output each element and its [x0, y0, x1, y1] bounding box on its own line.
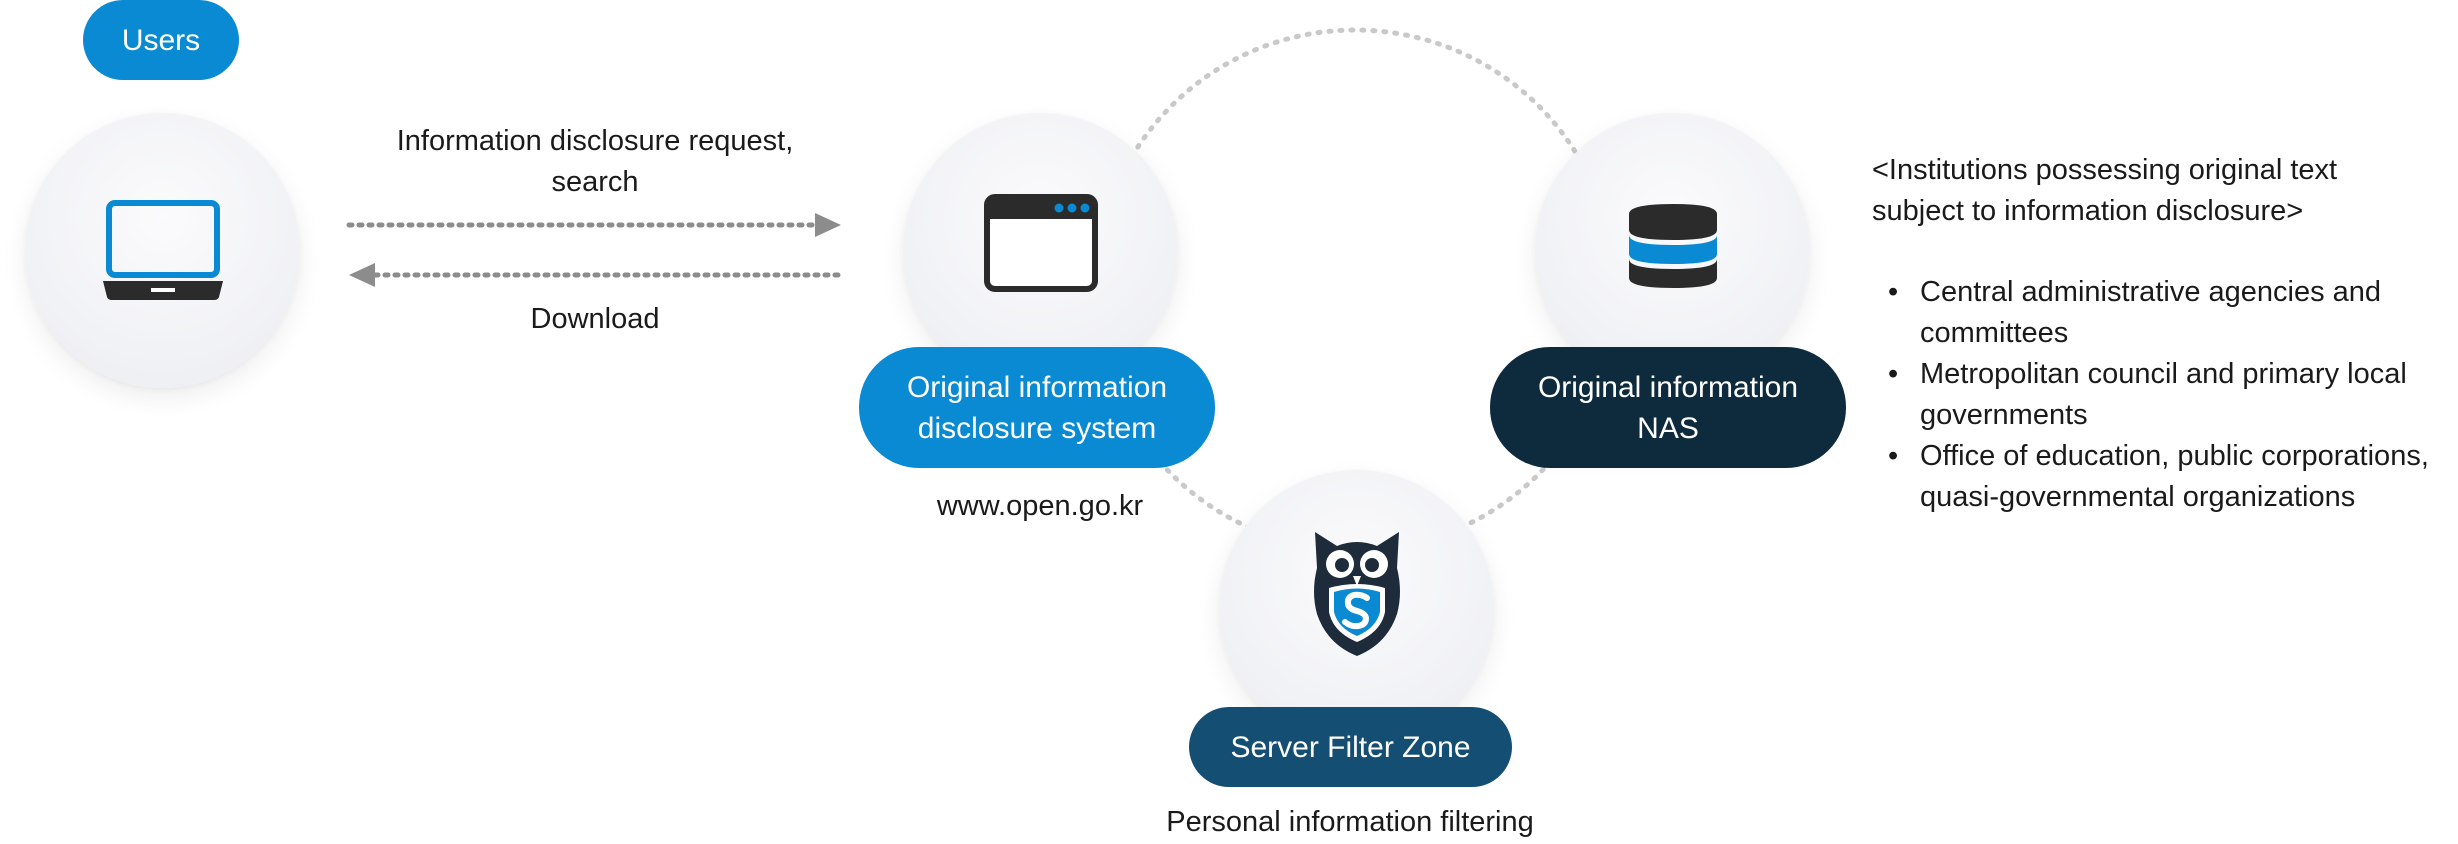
database-icon: [1628, 203, 1717, 288]
owl-shield-icon: [1313, 531, 1400, 656]
list-item-text: Office of education, public corporations…: [1920, 440, 2429, 513]
list-item: • Metropolitan council and primary local …: [1888, 354, 2429, 436]
list-item: • Central administrative agencies and com…: [1888, 272, 2429, 354]
institutions-title: <Institutions possessing original text s…: [1872, 154, 2338, 227]
bullet-icon: •: [1888, 276, 1899, 308]
download-label: Download: [530, 303, 660, 335]
download-arrow: [349, 263, 844, 287]
filter-caption: Personal information filtering: [1166, 806, 1534, 838]
list-item-text: Metropolitan council and primary local g…: [1920, 358, 2407, 431]
laptop-icon: [102, 199, 223, 300]
system-node: [903, 113, 1178, 388]
list-item-text: Central administrative agencies and comm…: [1920, 276, 2382, 349]
request-arrow: [346, 213, 841, 237]
users-node: [25, 113, 300, 388]
users-badge: Users: [83, 0, 239, 80]
list-item: • Office of education, public corporation…: [1888, 436, 2429, 518]
bullet-icon: •: [1888, 440, 1899, 472]
system-label: Original information disclosure system: [859, 347, 1215, 468]
system-url: www.open.go.kr: [936, 490, 1144, 522]
browser-window-icon: [983, 193, 1098, 292]
filter-node: [1219, 470, 1494, 745]
nas-node: [1535, 113, 1810, 388]
request-label: Information disclosure request, search: [396, 125, 794, 198]
nas-label: Original information NAS: [1490, 347, 1846, 468]
filter-label: Server Filter Zone: [1189, 707, 1512, 787]
bullet-icon: •: [1888, 358, 1899, 390]
institutions-list: • Central administrative agencies and com…: [1888, 272, 2429, 518]
